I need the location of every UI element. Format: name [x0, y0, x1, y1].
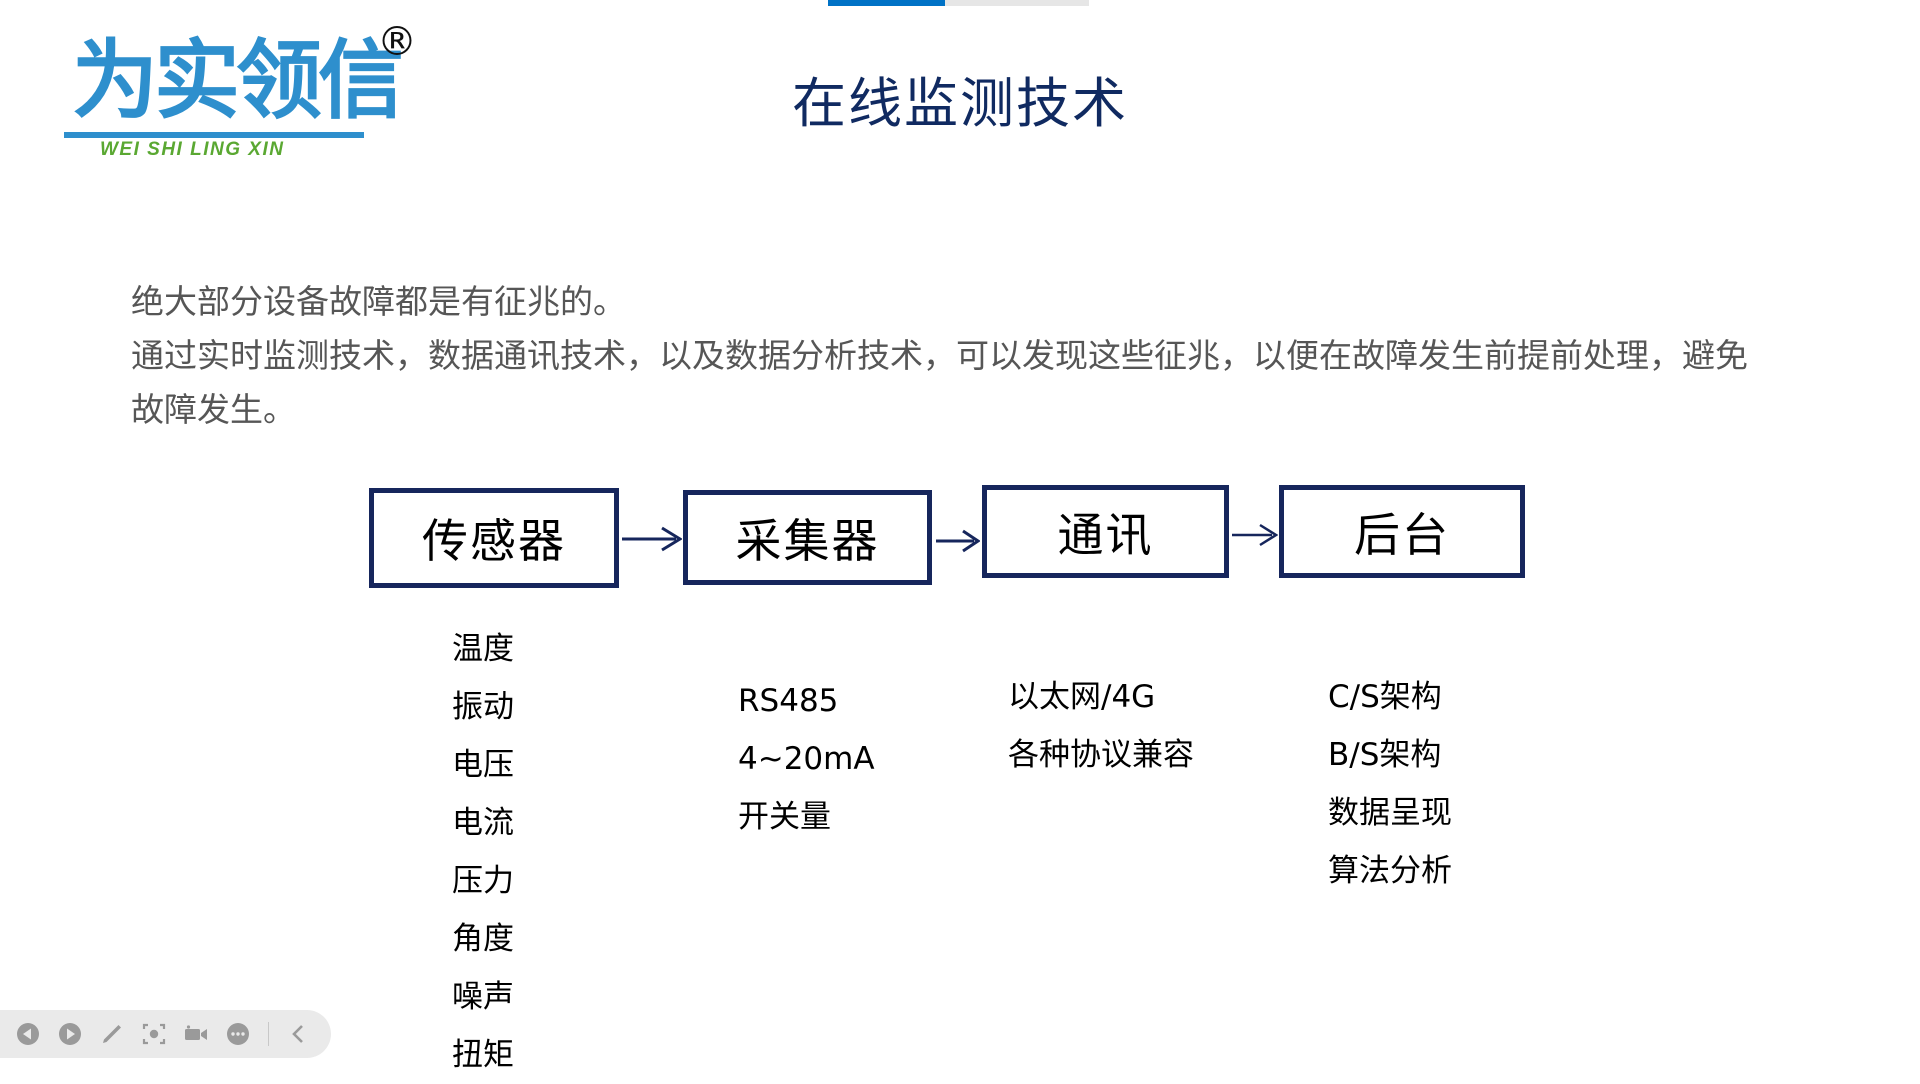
flow-step-label: 后台 [1354, 507, 1450, 562]
list-item: 压力 [452, 863, 514, 899]
detail-list-sensor: 温度 振动 电压 电流 压力 角度 噪声 扭矩 [452, 620, 514, 1084]
detail-list-collector: RS485 4~20mA 开关量 [738, 672, 875, 846]
more-options-button[interactable] [224, 1020, 252, 1048]
slide-progress-fill [828, 0, 946, 6]
list-item: 4~20mA [738, 741, 875, 777]
spotlight-tool-button[interactable] [140, 1020, 168, 1048]
presenter-toolbar [0, 1010, 331, 1058]
flow-arrow-icon [622, 526, 682, 552]
list-item: 扭矩 [452, 1037, 514, 1073]
flow-step-label: 传感器 [422, 514, 566, 568]
flow-step-sensor: 传感器 [369, 488, 619, 588]
list-item: B/S架构 [1328, 737, 1442, 773]
toolbar-divider [268, 1022, 269, 1046]
list-item: 温度 [452, 631, 514, 667]
next-slide-button[interactable] [56, 1020, 84, 1048]
collapse-toolbar-icon [292, 1025, 303, 1043]
collapse-toolbar-button[interactable] [285, 1020, 313, 1048]
list-item: 角度 [452, 921, 514, 957]
flow-step-label: 通讯 [1057, 507, 1154, 562]
pen-icon [103, 1025, 121, 1043]
flow-arrow-icon [936, 529, 980, 553]
list-item: 开关量 [738, 799, 831, 835]
list-item: 噪声 [452, 979, 514, 1015]
detail-list-communication: 以太网/4G 各种协议兼容 [1008, 668, 1194, 784]
list-item: C/S架构 [1328, 679, 1442, 715]
flow-step-communication: 通讯 [982, 485, 1229, 578]
more-options-icon [227, 1023, 249, 1045]
registered-trademark-icon: ® [377, 19, 417, 65]
process-flow-diagram: 传感器 采集器 通讯 后台 [0, 480, 1920, 600]
list-item: 振动 [452, 689, 514, 725]
list-item: 电流 [452, 805, 514, 841]
spotlight-icon [142, 1023, 166, 1045]
flow-step-collector: 采集器 [683, 490, 932, 585]
body-paragraph-1: 绝大部分设备故障都是有征兆的。 [131, 282, 626, 321]
body-paragraph-2: 通过实时监测技术，数据通讯技术，以及数据分析技术，可以发现这些征兆，以便在故障发… [131, 336, 1748, 429]
record-video-icon [185, 1025, 207, 1040]
flow-step-label: 采集器 [735, 513, 880, 568]
brand-logo: 为实领信 WEI SHI LING XIN ® [52, 19, 472, 160]
next-slide-icon [59, 1023, 81, 1045]
logo-pinyin-text: WEI SHI LING XIN [100, 139, 285, 160]
flow-arrow-icon [1232, 523, 1278, 547]
pen-tool-button[interactable] [98, 1020, 126, 1048]
list-item: RS485 [738, 683, 839, 719]
slide-progress-bar[interactable] [828, 0, 1089, 6]
logo-underline-rule [64, 132, 364, 138]
list-item: 各种协议兼容 [1008, 737, 1194, 773]
slide-title: 在线监测技术 [792, 72, 1128, 135]
list-item: 以太网/4G [1008, 679, 1156, 715]
flow-step-backend: 后台 [1279, 485, 1525, 578]
list-item: 电压 [452, 747, 514, 783]
slide-body-text: 绝大部分设备故障都是有征兆的。 通过实时监测技术，数据通讯技术，以及数据分析技术… [131, 275, 1761, 437]
list-item: 算法分析 [1328, 853, 1452, 889]
list-item: 数据呈现 [1328, 795, 1452, 831]
previous-slide-icon [17, 1023, 39, 1045]
logo-wordmark: 为实领信 [72, 31, 404, 131]
record-video-button[interactable] [182, 1020, 210, 1048]
previous-slide-button[interactable] [14, 1020, 42, 1048]
detail-list-backend: C/S架构 B/S架构 数据呈现 算法分析 [1328, 668, 1452, 900]
